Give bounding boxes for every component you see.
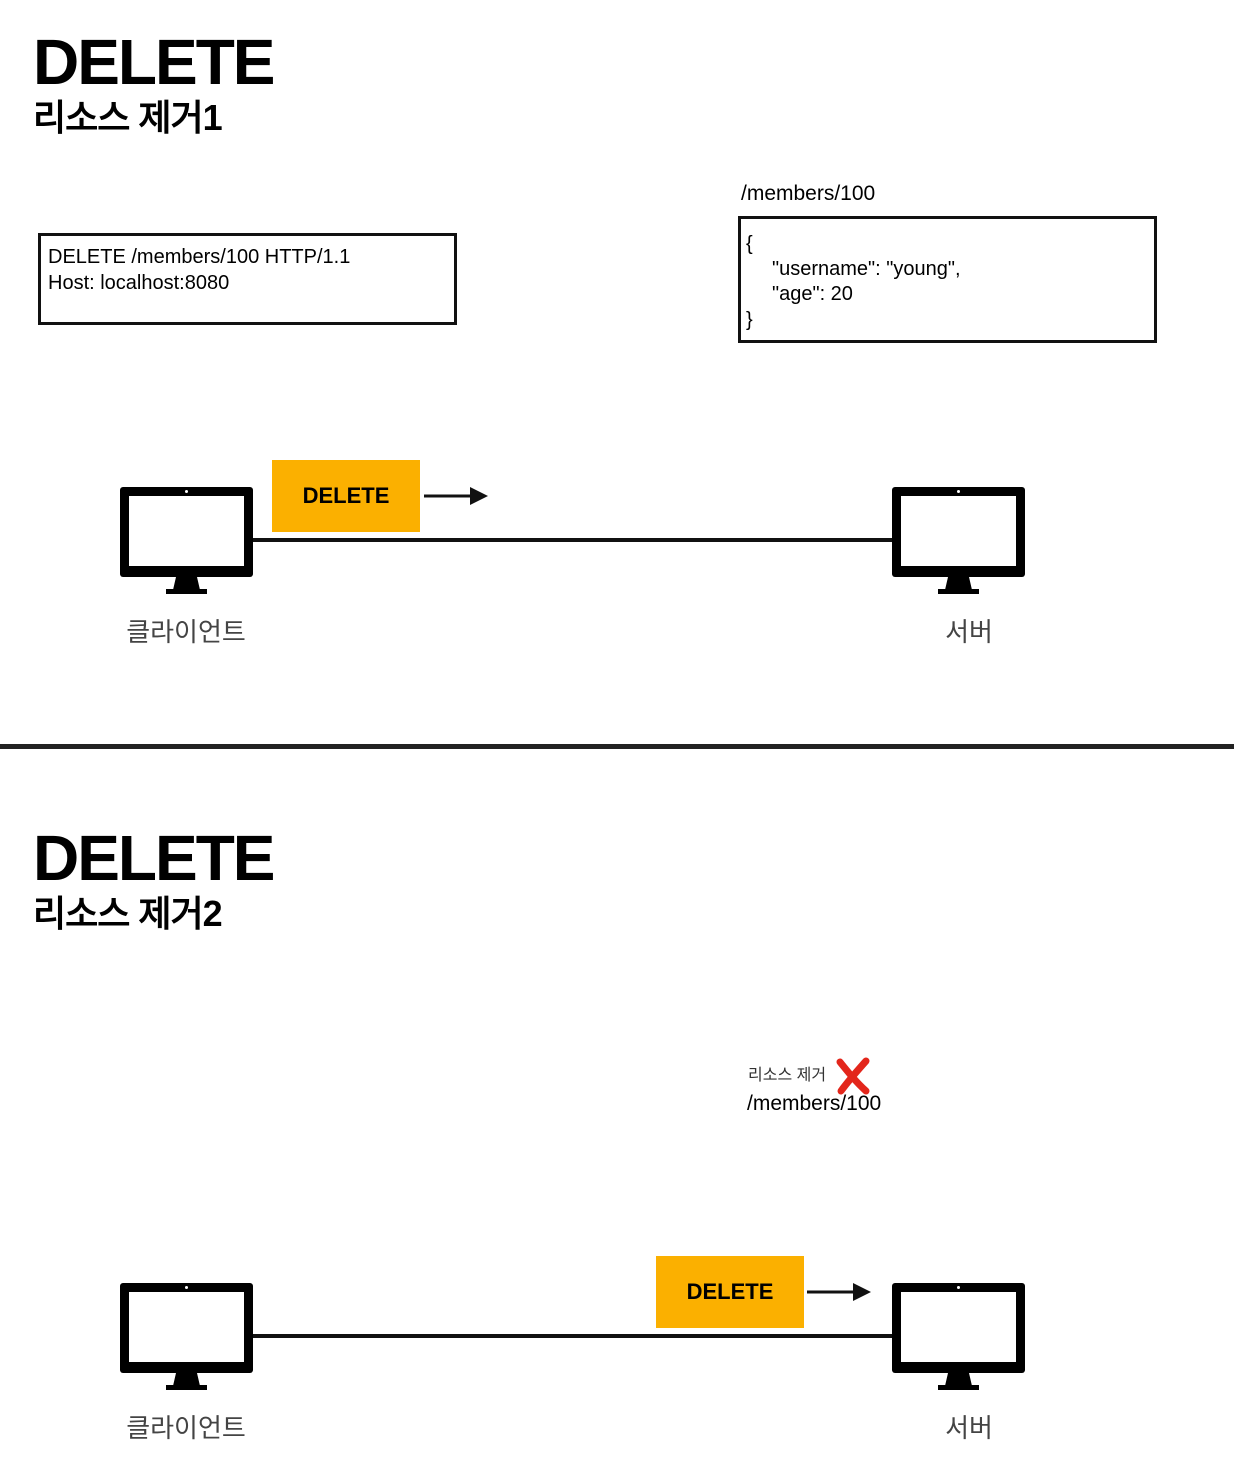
resource-path-label: /members/100 bbox=[741, 182, 876, 205]
resource-open-brace: { bbox=[746, 233, 753, 255]
monitor-icon bbox=[892, 1283, 1025, 1390]
removed-resource-path: /members/100 bbox=[747, 1092, 882, 1115]
delete-method-box: DELETE bbox=[272, 460, 420, 532]
resource-box: { "username": "young", "age": 20 } bbox=[738, 216, 1157, 343]
request-host-line: Host: localhost:8080 bbox=[48, 272, 230, 294]
resource-username-line: "username": "young", bbox=[772, 258, 961, 280]
panel-divider bbox=[0, 744, 1234, 749]
client-label: 클라이언트 bbox=[126, 1413, 246, 1443]
client-label: 클라이언트 bbox=[126, 617, 246, 647]
monitor-icon bbox=[892, 487, 1025, 594]
x-mark-icon bbox=[836, 1057, 870, 1095]
monitor-icon bbox=[120, 487, 253, 594]
server-label: 서버 bbox=[945, 617, 993, 647]
panel-1-title: DELETE bbox=[33, 26, 275, 98]
panel-2-title: DELETE bbox=[33, 822, 275, 894]
delete-method-box: DELETE bbox=[656, 1256, 804, 1328]
request-message-box: DELETE /members/100 HTTP/1.1 Host: local… bbox=[38, 233, 457, 325]
panel-2-subtitle: 리소스 제거2 bbox=[33, 893, 223, 934]
panel-1-subtitle: 리소스 제거1 bbox=[33, 97, 223, 138]
server-label: 서버 bbox=[945, 1413, 993, 1443]
request-line: DELETE /members/100 HTTP/1.1 bbox=[48, 246, 351, 268]
resource-age-line: "age": 20 bbox=[772, 283, 853, 305]
arrow-right-icon bbox=[424, 487, 488, 505]
monitor-icon bbox=[120, 1283, 253, 1390]
resource-close-brace: } bbox=[746, 309, 753, 331]
connection-line bbox=[253, 1334, 892, 1338]
delete-method-label: DELETE bbox=[686, 1279, 774, 1304]
connection-line bbox=[253, 538, 892, 542]
arrow-right-icon bbox=[807, 1283, 871, 1301]
removed-note: 리소스 제거 bbox=[748, 1067, 827, 1084]
delete-method-label: DELETE bbox=[302, 483, 390, 508]
